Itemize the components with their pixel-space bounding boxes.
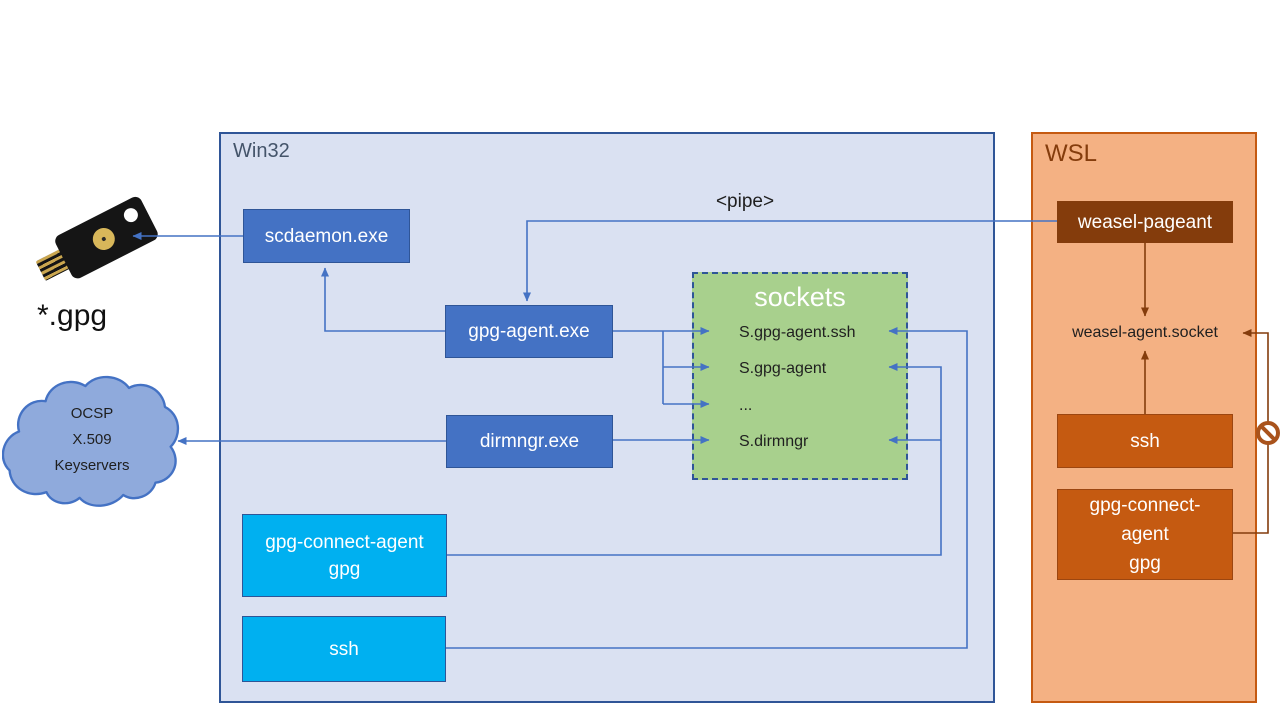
node-gpg-connect-agent-wsl-line1: gpg-connect- xyxy=(1089,495,1201,516)
sockets-title: sockets xyxy=(754,282,846,312)
node-dirmngr-label: dirmngr.exe xyxy=(479,431,580,452)
cloud-line-keyservers: Keyservers xyxy=(54,457,130,474)
socket-item-dirmngr: S.dirmngr xyxy=(739,433,809,450)
no-entry-icon xyxy=(1256,421,1280,445)
node-gpg-connect-agent-wsl-line2: agent xyxy=(1121,524,1169,545)
yubikey-rotated-group xyxy=(30,194,162,293)
socket-item-gpg-agent: S.gpg-agent xyxy=(739,360,827,377)
node-ssh-win32-label: ssh xyxy=(329,638,359,660)
gpg-files-label: *.gpg xyxy=(37,299,108,332)
weasel-agent-socket-label: weasel-agent.socket xyxy=(1072,324,1218,341)
cloud-line-ocsp: OCSP xyxy=(70,405,114,422)
node-gpg-connect-agent-win32: gpg-connect-agent gpg xyxy=(242,514,447,597)
pipe-label: <pipe> xyxy=(715,191,775,212)
keyservers-cloud: OCSP X.509 Keyservers xyxy=(1,374,182,508)
node-weasel-pageant: weasel-pageant xyxy=(1057,201,1233,243)
node-gpg-connect-agent-win32-line2: gpg xyxy=(328,558,361,580)
node-ssh-wsl: ssh xyxy=(1057,414,1233,468)
socket-item-gpg-agent-ssh: S.gpg-agent.ssh xyxy=(739,324,856,341)
cloud-text: OCSP X.509 Keyservers xyxy=(2,401,182,479)
yubikey-touch-pad xyxy=(89,224,119,254)
wsl-label: WSL xyxy=(1045,140,1098,167)
node-dirmngr: dirmngr.exe xyxy=(446,415,613,468)
node-gpg-connect-agent-wsl: gpg-connect- agent gpg xyxy=(1057,489,1233,580)
node-gpg-connect-agent-win32-line1: gpg-connect-agent xyxy=(265,531,424,553)
node-scdaemon-label: scdaemon.exe xyxy=(264,225,389,247)
node-ssh-win32: ssh xyxy=(242,616,446,682)
cloud-icon xyxy=(1,375,180,507)
node-gpg-agent: gpg-agent.exe xyxy=(445,305,613,358)
yubikey-keyring-hole xyxy=(121,205,141,225)
yubikey-body xyxy=(52,194,161,281)
win32-label: Win32 xyxy=(233,140,290,162)
sockets-group: sockets S.gpg-agent.ssh S.gpg-agent ... … xyxy=(692,272,908,480)
yubikey-icon xyxy=(16,194,161,306)
node-weasel-pageant-label: weasel-pageant xyxy=(1077,211,1213,233)
yubikey-touch-dot xyxy=(101,236,107,242)
node-gpg-agent-label: gpg-agent.exe xyxy=(468,321,590,342)
socket-item-ellipsis: ... xyxy=(739,397,753,414)
node-scdaemon: scdaemon.exe xyxy=(243,209,410,263)
cloud-line-x509: X.509 xyxy=(72,431,112,448)
node-ssh-wsl-label: ssh xyxy=(1130,430,1160,452)
node-gpg-connect-agent-wsl-line3: gpg xyxy=(1129,553,1161,574)
